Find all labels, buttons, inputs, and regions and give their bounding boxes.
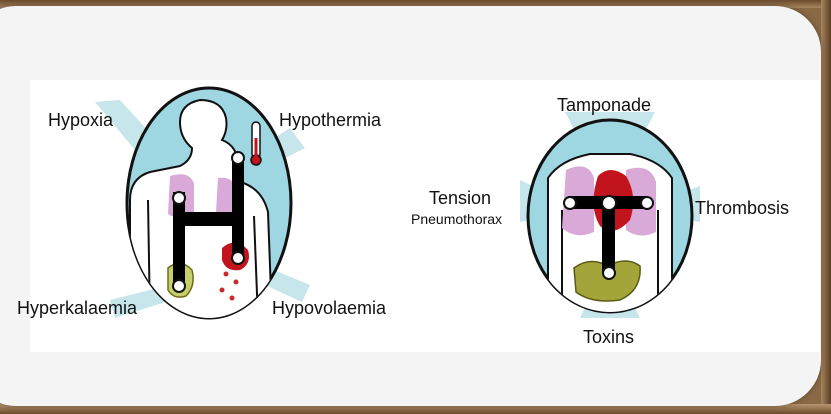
node-hypovolaemia	[232, 252, 244, 264]
label-hypovolaemia: Hypovolaemia	[272, 298, 386, 318]
node-tamponade	[602, 196, 616, 210]
svg-text:✳: ✳	[243, 111, 251, 122]
label-hypoxia: Hypoxia	[48, 110, 113, 130]
label-toxins: Toxins	[583, 327, 634, 347]
label-tamponade: Tamponade	[557, 95, 651, 115]
node-tension	[564, 197, 576, 209]
node-hypothermia	[232, 152, 244, 164]
label-thrombosis: Thrombosis	[695, 198, 789, 218]
label-hypothermia: Hypothermia	[279, 110, 381, 130]
svg-text:✳: ✳	[264, 142, 272, 152]
label-pneumothorax: Pneumothorax	[411, 211, 502, 227]
node-hypoxia	[173, 192, 185, 204]
label-hyperkalaemia: Hyperkalaemia	[17, 298, 137, 318]
node-hyperkalaemia	[173, 280, 185, 292]
node-toxins	[603, 267, 615, 279]
node-thrombosis	[641, 197, 653, 209]
label-tension: Tension	[429, 188, 491, 208]
